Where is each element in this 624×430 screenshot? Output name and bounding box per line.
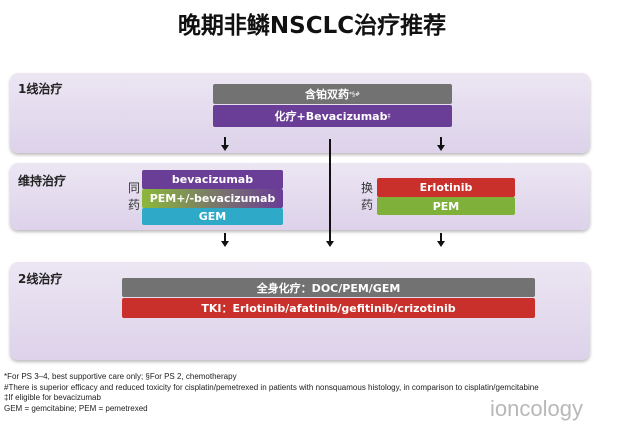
arrow-down-long [326,139,333,247]
arrow-down [221,137,228,151]
continuation-char: 药 [128,198,141,212]
footnotes: *For PS 3–4, best supportive care only; … [4,372,594,414]
maintenance-label: 维持治疗 [18,174,67,188]
switch-char: 换 [361,181,374,195]
arrow-down [221,233,228,247]
pem-box: PEM [377,197,515,215]
erlotinib-box: Erlotinib [377,178,515,197]
continuation-label: 同药 [128,180,140,214]
footnote: #There is superior efficacy and reduced … [4,382,539,392]
arrow-down [437,137,444,151]
arrow-down [437,233,444,247]
chemo-bev-box: 化疗+Bevacizumab‡ [213,105,452,127]
footnote: ‡If eligible for bevacizumab [4,393,101,402]
watermark-logo: ioncology [490,396,583,421]
chemo-bev-text: 化疗+Bevacizumab [274,110,388,123]
footnote: *For PS 3–4, best supportive care only; … [4,372,237,381]
chemo-bev-sup: ‡ [387,112,391,120]
tki-box: TKI：Erlotinib/afatinib/gefitinib/crizoti… [122,298,535,318]
bevacizumab-box: bevacizumab [142,170,283,189]
first-line-label: 1线治疗 [18,82,63,96]
footnote: GEM = gemcitabine; PEM = pemetrexed [4,403,148,413]
second-line-label: 2线治疗 [18,272,63,286]
continuation-char: 同 [128,181,141,195]
platinum-sup: *§# [348,90,361,98]
page-title: 晚期非鳞NSCLC治疗推荐 [177,13,447,39]
pem-bev-box: PEM+/-bevacizumab [142,189,283,208]
switch-label: 换药 [361,180,373,214]
systemic-chemo-box: 全身化疗：DOC/PEM/GEM [122,278,535,297]
platinum-doublet-box: 含铂双药*§# [213,84,452,104]
gem-box: GEM [142,208,283,225]
switch-char: 药 [361,198,374,212]
platinum-text: 含铂双药 [304,88,349,101]
